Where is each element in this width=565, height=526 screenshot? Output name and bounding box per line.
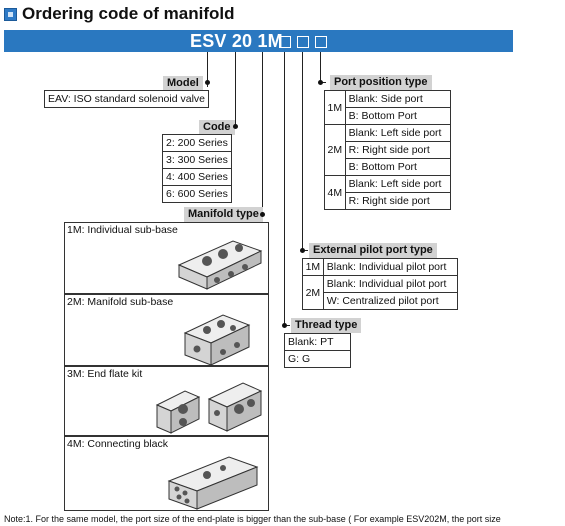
- code-bar: [4, 30, 513, 52]
- model-table: EAV: ISO standard solenoid valve: [43, 90, 210, 108]
- port-option: R: Right side port: [344, 192, 452, 210]
- pilot-option: Blank: Individual pilot port: [322, 258, 459, 276]
- code-box-3: [315, 36, 327, 48]
- port-connector: [320, 52, 321, 82]
- external-pilot-label: External pilot port type: [309, 243, 437, 258]
- manifold-item-label: 2M: Manifold sub-base: [67, 296, 174, 308]
- code-box-2: [297, 36, 309, 48]
- code-option: 2: 200 Series: [162, 134, 232, 152]
- footnote: Note:1. For the same model, the port siz…: [4, 514, 501, 524]
- code-option: 4: 400 Series: [162, 168, 232, 186]
- pilot-key: 2M: [302, 275, 324, 310]
- code-label: Code: [199, 120, 235, 135]
- pilot-option: Blank: Individual pilot port: [322, 275, 459, 293]
- manifold-item-label: 3M: End flate kit: [67, 368, 143, 380]
- port-option: Blank: Left side port: [344, 124, 452, 142]
- port-option: R: Right side port: [344, 141, 452, 159]
- port-key: 4M: [324, 175, 346, 210]
- code-option: 3: 300 Series: [162, 151, 232, 169]
- code-connector: [235, 52, 236, 126]
- manifold-dot: [260, 212, 265, 217]
- page-title: Ordering code of manifold: [22, 4, 235, 23]
- port-option: Blank: Left side port: [344, 175, 452, 193]
- external-pilot-table: 1M Blank: Individual pilot port 2M Blank…: [302, 258, 459, 310]
- pilot-connector: [302, 52, 303, 250]
- thread-option: Blank: PT: [284, 333, 351, 351]
- model-option: EAV: ISO standard solenoid valve: [43, 90, 210, 108]
- connecting-block-image: [167, 456, 259, 510]
- port-option: B: Bottom Port: [344, 107, 452, 125]
- thread-connector: [284, 52, 285, 324]
- ordering-code: ESV 20 1M: [190, 31, 283, 51]
- model-label: Model: [163, 76, 203, 91]
- port-position-dot: [318, 80, 323, 85]
- model-dot: [205, 80, 210, 85]
- manifold-sub-base-image: [183, 314, 251, 366]
- pilot-option: W: Centralized pilot port: [322, 292, 459, 310]
- port-option: Blank: Side port: [344, 90, 452, 108]
- manifold-item-1m: 1M: Individual sub-base: [64, 222, 269, 294]
- code-option: 6: 600 Series: [162, 185, 232, 203]
- pilot-key: 1M: [302, 258, 324, 276]
- thread-type-label: Thread type: [291, 318, 362, 333]
- code-box-1: [279, 36, 291, 48]
- port-option: B: Bottom Port: [344, 158, 452, 176]
- pilot-dot: [300, 248, 305, 253]
- port-position-table: 1M Blank: Side port B: Bottom Port 2M Bl…: [324, 90, 452, 210]
- port-key: 2M: [324, 124, 346, 176]
- port-position-label: Port position type: [330, 75, 432, 90]
- code-table: 2: 200 Series 3: 300 Series 4: 400 Serie…: [162, 134, 232, 203]
- code-dot: [233, 124, 238, 129]
- manifold-item-4m: 4M: Connecting black: [64, 436, 269, 511]
- thread-dot: [282, 323, 287, 328]
- manifold-connector: [262, 52, 263, 214]
- end-plate-kit-image: [155, 382, 263, 434]
- manifold-item-label: 4M: Connecting black: [67, 438, 168, 450]
- port-key: 1M: [324, 90, 346, 125]
- thread-type-table: Blank: PT G: G: [284, 333, 351, 368]
- individual-sub-base-image: [177, 240, 263, 290]
- thread-option: G: G: [284, 350, 351, 368]
- manifold-item-3m: 3M: End flate kit: [64, 366, 269, 436]
- manifold-item-label: 1M: Individual sub-base: [67, 224, 178, 236]
- manifold-type-label: Manifold type: [184, 207, 263, 222]
- manifold-item-2m: 2M: Manifold sub-base: [64, 294, 269, 366]
- section-icon: [4, 8, 17, 21]
- model-connector: [207, 52, 208, 87]
